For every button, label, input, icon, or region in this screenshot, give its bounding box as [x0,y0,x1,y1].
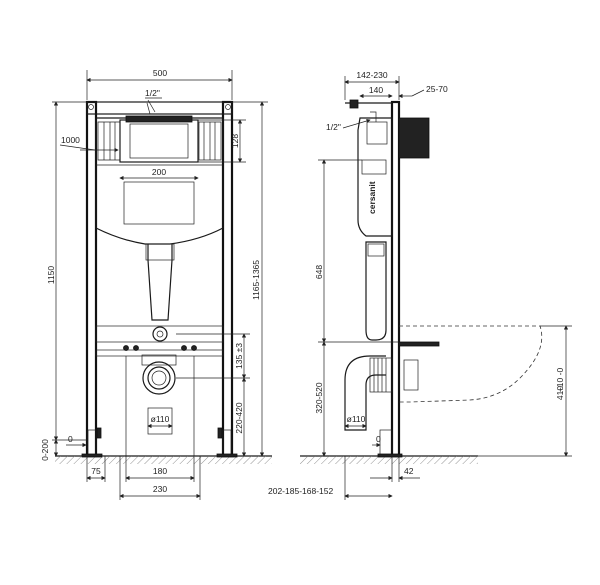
bolt-right-2 [191,345,197,351]
side-drain-outlet [403,359,419,391]
dim-front-drain-dia: ø110 [151,414,170,424]
tank-ribs [97,121,222,161]
dim-drain-height: 220-420 [234,402,244,433]
brand-label: cersanit [367,181,377,214]
side-drain-connector [369,357,393,393]
front-floor-hatch [55,456,272,464]
dim-bolt-230: 230 [153,484,167,494]
drain-crossbar [95,349,224,357]
left-foot-clamp [96,427,102,439]
side-view: cersanit 142-230 140 25-70 1/2" [268,70,572,500]
side-tank [357,117,393,237]
dim-floor-range: 0-200 [40,439,50,461]
dim-height-1150: 1150 [46,266,56,285]
dim-pipe-lengths: 202-185-168-152 [268,486,333,496]
dim-foot-75: 75 [91,466,101,476]
dim-button-box-200: 200 [152,167,166,177]
front-view: 500 1/2" 1000 128 200 1150 0-200 0 1165-… [40,68,272,500]
side-inlet [370,111,377,122]
dim-bowl-410: 410 [555,386,565,400]
dim-depth-140: 140 [369,85,383,95]
bolt-right-1 [181,345,187,351]
flush-button-opening [119,119,199,163]
dim-front-pipe-size: 1/2" [145,88,160,98]
side-top-clamp [349,99,359,109]
flush-button-top-rail [125,115,193,123]
dim-width-500: 500 [153,68,167,78]
left-foot [87,429,97,457]
drain-mid [147,366,171,390]
right-foot-clamp [217,427,223,439]
top-left-screw [88,104,94,110]
side-upright [390,100,401,458]
flush-button-inner [129,123,189,159]
dim-button-box-128: 128 [230,134,240,148]
right-foot-plate [216,453,238,458]
flush-connector-rod [398,341,440,347]
dim-tank-648: 648 [314,265,324,279]
dim-bowl-tolerance: +10 -0 [555,368,565,393]
left-upright [85,100,98,458]
dim-stud-180: 180 [153,466,167,476]
tank-lower-panel [123,181,195,225]
toilet-bowl-outline [399,325,543,403]
side-floor-hatch [300,456,478,464]
side-button-box [361,159,387,175]
dim-side-zero: 0 [376,434,381,444]
dim-side-drain-dia: ø110 [347,414,366,424]
dim-depth-range: 142-230 [356,70,387,80]
side-valve [366,121,388,145]
side-foot [379,429,393,457]
side-drain-ribs [373,358,387,392]
side-foot-plate [377,453,403,458]
side-drain-elbow [344,355,386,431]
dim-side-42: 42 [404,466,414,476]
dim-side-pipe-size: 1/2" [326,122,341,132]
dim-button-height-1000: 1000 [61,135,80,145]
left-foot-plate [81,453,103,458]
dim-drain-range: 320-520 [314,382,324,413]
dim-front-zero: 0 [68,434,73,444]
side-flush-pipe [365,241,387,341]
right-upright [221,100,234,458]
drain-outer [142,361,176,395]
top-crossbar [86,101,233,115]
drain-bracket [141,354,177,366]
tank-rib-lines [103,122,216,160]
bolt-left-2 [133,345,139,351]
lower-drain-pipe [147,407,173,435]
wall-bracket [398,117,430,159]
dim-height-range: 1165-1365 [251,260,261,300]
flush-outlet-inner [156,330,164,338]
flush-pipe-collar [145,243,175,261]
top-right-screw [225,104,231,110]
dim-drain-offset: 135 ±3 [234,343,244,369]
dim-wall-range: 25-70 [426,84,448,94]
bolt-left-1 [123,345,129,351]
flush-pipe [147,244,173,321]
right-foot [222,429,232,457]
drain-inner [151,370,167,386]
flush-outlet [152,326,168,342]
